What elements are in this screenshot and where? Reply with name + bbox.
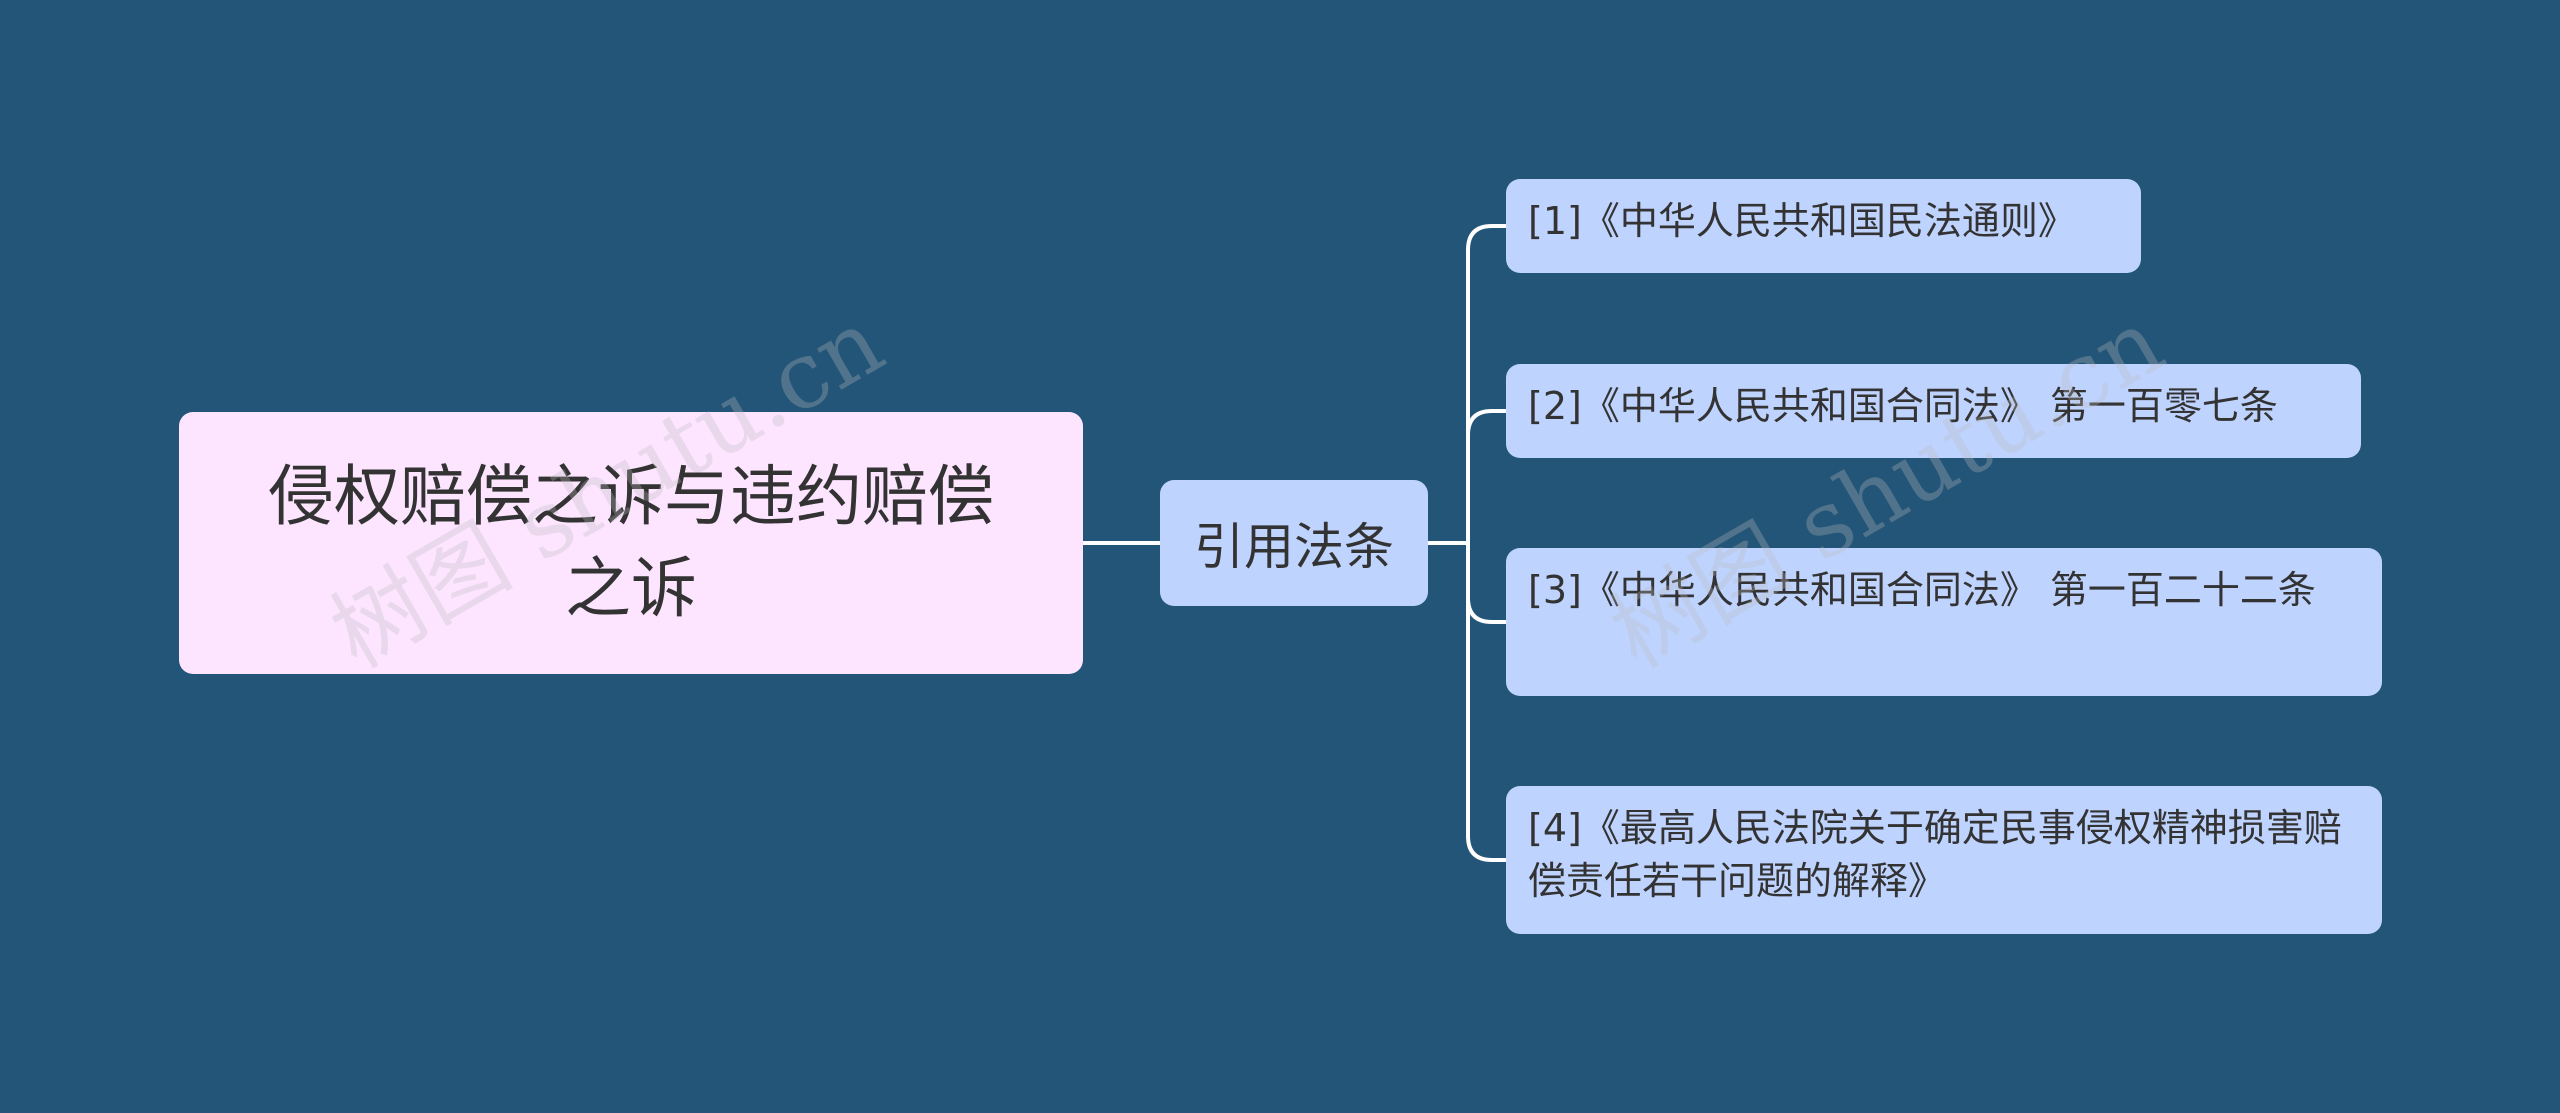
connector-to-leaf-3: [1466, 543, 1506, 624]
connector-to-leaf-1: [1466, 224, 1506, 543]
leaf-node-3[interactable]: [3]《中华人民共和国合同法》 第一百二十二条: [1506, 548, 2382, 696]
connector-to-leaf-2: [1466, 409, 1506, 436]
root-topic-node[interactable]: 侵权赔偿之诉与违约赔偿之诉: [179, 412, 1083, 674]
root-topic-label: 侵权赔偿之诉与违约赔偿之诉: [268, 458, 994, 627]
leaf-label: [3]《中华人民共和国合同法》 第一百二十二条: [1528, 568, 2316, 612]
branch-topic-node[interactable]: 引用法条: [1160, 480, 1428, 606]
leaf-label: [4]《最高人民法院关于确定民事侵权精神损害赔偿责任若干问题的解释》: [1528, 806, 2342, 903]
connector-to-leaf-4: [1466, 598, 1506, 862]
branch-topic-label: 引用法条: [1194, 518, 1394, 576]
leaf-node-2[interactable]: [2]《中华人民共和国合同法》 第一百零七条: [1506, 364, 2361, 458]
leaf-label: [1]《中华人民共和国民法通则》: [1528, 199, 2076, 243]
leaf-node-4[interactable]: [4]《最高人民法院关于确定民事侵权精神损害赔偿责任若干问题的解释》: [1506, 786, 2382, 934]
leaf-label: [2]《中华人民共和国合同法》 第一百零七条: [1528, 384, 2278, 428]
leaf-node-1[interactable]: [1]《中华人民共和国民法通则》: [1506, 179, 2141, 273]
